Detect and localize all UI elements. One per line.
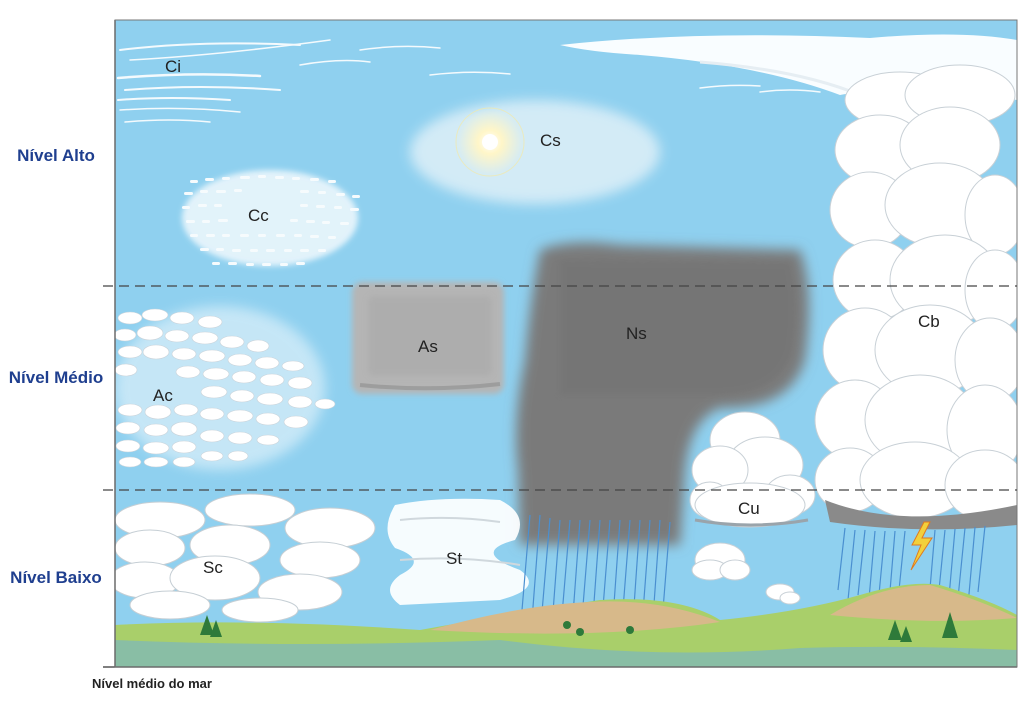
nimbostratus-cloud — [516, 242, 809, 545]
cirrus-cloud — [116, 39, 821, 123]
label-ns: Ns — [626, 324, 647, 343]
level-label-high: Nível Alto — [17, 146, 95, 165]
stratus-cloud — [387, 498, 529, 605]
cumulonimbus-cloud — [560, 34, 1017, 616]
label-as: As — [418, 337, 438, 356]
lightning-icon — [910, 521, 933, 571]
label-ci: Ci — [165, 57, 181, 76]
label-cs: Cs — [540, 131, 561, 150]
sea-level-label: Nível médio do mar — [92, 676, 212, 691]
label-st: St — [446, 549, 462, 568]
level-label-middle: Nível Médio — [8, 368, 104, 387]
label-cb: Cb — [918, 312, 940, 331]
cirrostratus-cloud — [410, 100, 660, 204]
label-cu: Cu — [738, 499, 760, 518]
level-label-low: Nível Baixo — [10, 568, 102, 587]
small-cumulus-cloud — [691, 542, 801, 605]
frame — [114, 19, 1018, 668]
cirrocumulus-cloud — [182, 170, 360, 266]
stratocumulus-cloud — [115, 493, 376, 623]
tree-icons — [200, 612, 958, 642]
altostratus-cloud — [352, 282, 504, 394]
label-cc: Cc — [248, 206, 269, 225]
label-sc: Sc — [203, 558, 223, 577]
label-ac: Ac — [153, 386, 173, 405]
cumulus-cloud — [689, 411, 816, 528]
altocumulus-cloud — [115, 306, 336, 470]
